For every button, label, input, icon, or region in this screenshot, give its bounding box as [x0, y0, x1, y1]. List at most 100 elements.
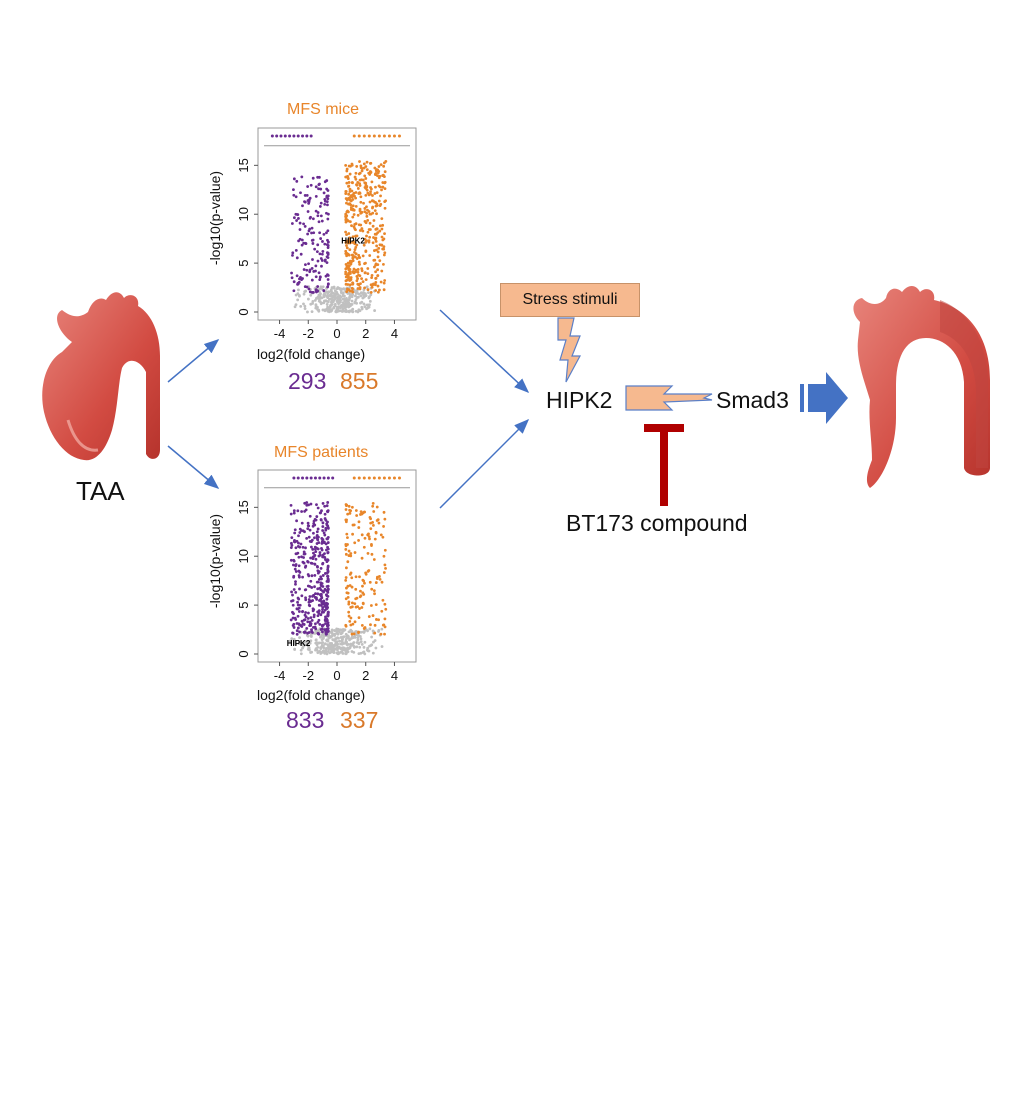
ns-point [344, 652, 348, 656]
up-point [360, 277, 363, 281]
up-point [344, 542, 348, 546]
ns-point [359, 630, 363, 634]
up-point [345, 246, 349, 250]
down-point [292, 574, 296, 578]
up-point [375, 202, 379, 206]
down-point [312, 531, 315, 535]
up-point [381, 223, 385, 227]
ns-point [339, 646, 343, 650]
ns-point [361, 296, 365, 300]
up-point [379, 533, 383, 537]
down-point [295, 256, 299, 260]
y-tick-label: 5 [236, 601, 251, 608]
down-point [320, 577, 323, 581]
up-point [379, 163, 383, 167]
down-point [304, 546, 307, 550]
up-point [351, 181, 354, 185]
up-point [356, 287, 360, 290]
down-point [290, 536, 294, 540]
up-point [372, 523, 375, 527]
down-point [321, 608, 324, 612]
down-point [315, 515, 319, 518]
up-point [383, 170, 387, 174]
down-point [313, 247, 317, 251]
ns-point [366, 629, 369, 633]
ns-point [337, 301, 341, 305]
up-point [362, 593, 366, 596]
up-point [345, 586, 348, 590]
down-point [318, 275, 322, 279]
up-point [379, 632, 383, 636]
ns-point [369, 293, 373, 297]
ns-point [363, 305, 367, 309]
ns-point [370, 643, 374, 647]
ns-point [314, 303, 318, 307]
down-point [290, 271, 293, 275]
ns-point [340, 310, 344, 313]
up-point [348, 584, 352, 587]
ns-point [325, 638, 329, 642]
down-point [312, 231, 316, 235]
y-tick-label: 10 [236, 549, 251, 563]
down-point [323, 512, 327, 516]
down-point [315, 530, 319, 534]
down-point [317, 577, 321, 581]
down-point [294, 582, 297, 586]
up-point [374, 173, 377, 177]
down-point [326, 510, 330, 514]
down-point [290, 222, 294, 225]
ns-point [349, 304, 352, 308]
up-point [353, 551, 357, 554]
capped-up-point [392, 476, 396, 480]
up-point [348, 248, 352, 252]
up-point [380, 217, 384, 221]
ns-point [350, 299, 354, 303]
up-count-mice: 855 [340, 368, 379, 394]
down-point [326, 194, 330, 198]
up-point [369, 290, 373, 294]
up-point [370, 276, 374, 280]
down-point [315, 564, 319, 568]
ns-point [359, 294, 363, 298]
down-point [325, 522, 329, 526]
capped-up-point [352, 134, 356, 138]
down-point [319, 567, 323, 570]
down-point [300, 521, 304, 525]
up-point [356, 268, 360, 271]
ns-point [333, 302, 337, 306]
up-point [350, 162, 354, 166]
down-point [311, 631, 314, 634]
up-point [382, 281, 386, 285]
ns-point [373, 309, 377, 312]
down-point [323, 533, 327, 537]
up-point [378, 578, 382, 581]
up-point [344, 212, 348, 216]
up-point [367, 228, 371, 231]
down-point [311, 547, 315, 551]
down-point [326, 203, 329, 207]
ns-point [320, 633, 324, 637]
down-point [318, 205, 322, 208]
ns-point [316, 308, 320, 312]
down-point [310, 226, 314, 230]
down-point [297, 610, 301, 613]
up-point [361, 229, 365, 233]
up-point [357, 630, 361, 634]
up-point [365, 168, 369, 172]
down-point [326, 244, 330, 247]
xlabel-patients: log2(fold change) [257, 687, 366, 703]
down-count-patients: 833 [286, 707, 325, 733]
up-point [373, 232, 377, 236]
capped-up-point [377, 476, 381, 480]
up-point [344, 249, 348, 253]
ns-point [339, 289, 343, 293]
down-point [318, 231, 322, 235]
down-point [317, 271, 321, 275]
down-point [292, 509, 296, 513]
down-point [319, 201, 323, 205]
down-point [294, 570, 298, 573]
down-point [321, 574, 325, 577]
ns-point [356, 295, 360, 299]
down-point [319, 583, 323, 587]
up-point [377, 199, 381, 203]
